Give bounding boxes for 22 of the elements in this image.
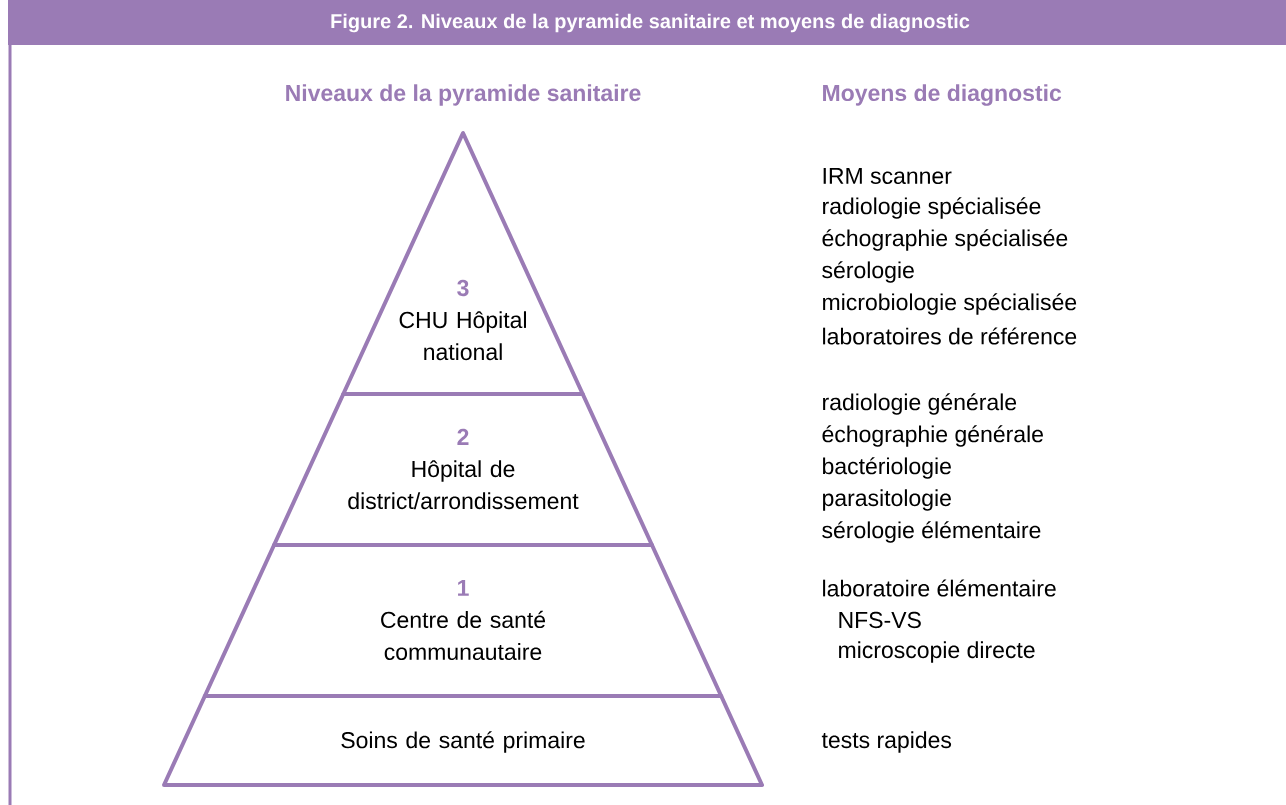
list-item: microscopie directe (839, 641, 1035, 663)
list-item: laboratoire élémentaire (823, 579, 1056, 597)
list-item: IRM scanner (823, 167, 952, 184)
list-item: laboratoires de référence (823, 327, 1077, 345)
list-item: sérologie élémentaire (822, 521, 1041, 543)
list-item: radiologie générale (823, 393, 1017, 415)
column-heading: Niveaux de la pyramide sanitaire (286, 84, 641, 106)
list-item: radiologie spécialisée (823, 197, 1041, 219)
pyramid-level: 3 CHU Hôpital national (341, 131, 585, 396)
list-item: microbiologie spécialisée (823, 293, 1077, 315)
list-item: tests rapides (821, 731, 952, 753)
list-item: échographie spécialisée (822, 229, 1068, 251)
list-item: parasitologie (823, 489, 951, 511)
list-item: échographie générale (822, 425, 1043, 447)
title-bar: Figure 2. Niveaux de la pyramide sanitaire et moyens de diagnostic (8, 0, 1286, 45)
list-item: NFS-VS (839, 611, 921, 629)
list-item: bactériologie (823, 457, 951, 479)
pyramid-level: 2 Hôpital de district/arrondissement (272, 392, 654, 547)
column-heading: Moyens de diagnostic (823, 84, 1062, 106)
list-item: sérologie (822, 261, 914, 283)
pyramid-level: 1 Centre de santé communautaire (202, 543, 724, 698)
pyramid-level: Soins de santé primaire (162, 694, 764, 787)
